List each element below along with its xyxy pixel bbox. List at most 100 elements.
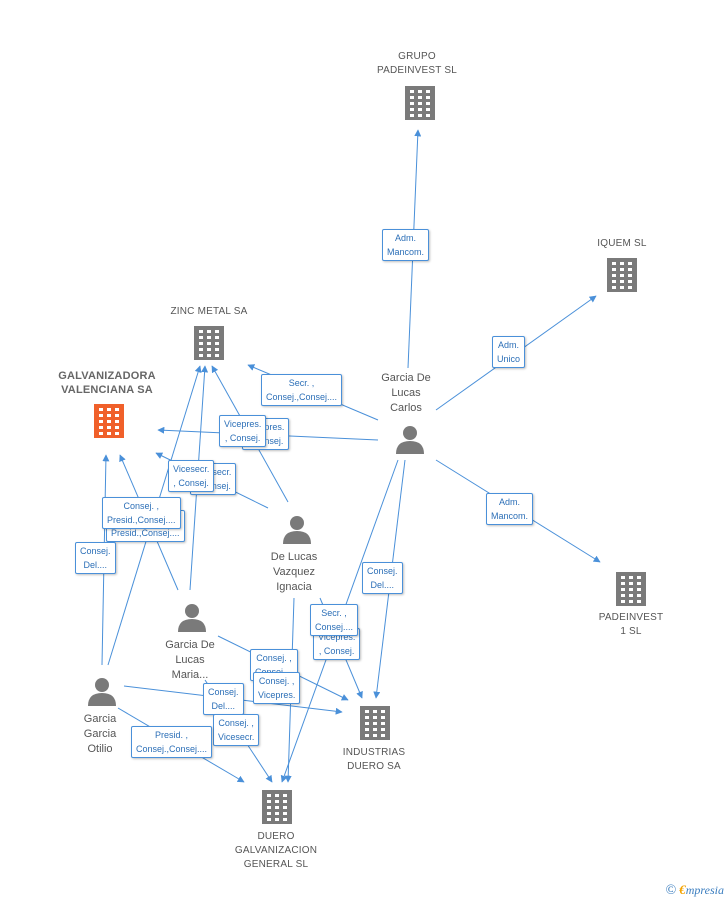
node-garcia-maria[interactable]: Garcia De Lucas Maria...: [165, 639, 215, 681]
edge-label-adm-mancom-grupo[interactable]: Adm. Mancom.: [382, 229, 430, 261]
building-window: [637, 594, 641, 597]
node-galvanizadora[interactable]: GALVANIZADORA VALENCIANA SA: [58, 370, 156, 396]
edge-label-text: Presid. , Consej.,Consej....: [136, 730, 208, 754]
edge-label-consej-vicepres[interactable]: Consej. , Vicepres.: [253, 672, 301, 704]
building-window: [99, 432, 103, 435]
building-window: [365, 734, 369, 737]
building-window: [373, 716, 377, 719]
edge-label-consej-vicesecr[interactable]: Consej. , Vicesecr.: [213, 714, 260, 746]
building-window: [418, 102, 422, 105]
building-window: [283, 794, 287, 797]
edge-label-adm-mancom-padeinvest[interactable]: Adm. Mancom.: [486, 493, 534, 525]
building-window: [365, 728, 369, 731]
building-window: [629, 582, 633, 585]
building-icon-zinc: [194, 326, 224, 360]
building-window: [637, 582, 641, 585]
edge-label-text: Vicesecr. , Consej.: [173, 464, 210, 488]
edge-label-consej-presid-a[interactable]: Consej. , Presid.,Consej....: [102, 497, 181, 529]
building-window: [207, 330, 211, 333]
building-window: [215, 336, 219, 339]
building-window: [373, 710, 377, 713]
building-window: [373, 728, 377, 731]
node-garcia-carlos[interactable]: Garcia De Lucas Carlos: [381, 372, 431, 414]
node-grupo-padeinvest[interactable]: GRUPO PADEINVEST SL: [376, 51, 458, 76]
building-window: [283, 800, 287, 803]
building-window: [381, 728, 385, 731]
edge-label-vicepres-consej-galv-a[interactable]: Vicepres. , Consej.: [219, 415, 267, 447]
edge-label-secr-consej-industrias[interactable]: Secr. , Consej....: [310, 604, 359, 636]
node-industrias-duero[interactable]: INDUSTRIAS DUERO SA: [342, 747, 406, 772]
building-window: [621, 576, 625, 579]
edge-label-text: Consej. Del....: [367, 566, 398, 590]
building-window: [637, 576, 641, 579]
building-window: [365, 710, 369, 713]
building-window: [275, 818, 279, 821]
building-window: [418, 108, 422, 111]
node-garcia-otilio[interactable]: Garcia Garcia Otilio: [83, 713, 117, 755]
building-icon-padeinvest: [616, 572, 646, 606]
building-window: [629, 588, 633, 591]
building-window: [115, 426, 119, 429]
building-window: [612, 286, 616, 289]
node-zinc-metal[interactable]: ZINC METAL SA: [170, 306, 248, 317]
edge-label-consej-del-otilio[interactable]: Consej. Del....: [203, 683, 244, 715]
building-window: [418, 90, 422, 93]
building-window: [275, 812, 279, 815]
edge-label-text: Consej. , Presid.,Consej....: [107, 501, 176, 525]
edge-label-secr-consej-zinc[interactable]: Secr. , Consej.,Consej....: [261, 374, 343, 406]
brand-logo-initial: €: [679, 882, 686, 897]
edge-label-text: Consej. , Vicesecr.: [218, 718, 255, 742]
building-icon-grupo: [405, 86, 435, 120]
building-window: [107, 420, 111, 423]
building-window: [115, 432, 119, 435]
building-window: [215, 354, 219, 357]
building-window: [275, 800, 279, 803]
edge-label-text: Secr. , Consej....: [315, 608, 354, 632]
building-window: [115, 414, 119, 417]
building-icon-galvanizadora: [94, 404, 124, 438]
building-window: [267, 794, 271, 797]
node-de-lucas-ignacia[interactable]: De Lucas Vazquez Ignacia: [270, 551, 318, 593]
edge-label-presid-consej-otilio[interactable]: Presid. , Consej.,Consej....: [131, 726, 213, 758]
building-window: [199, 354, 203, 357]
building-window: [620, 274, 624, 277]
building-window: [410, 96, 414, 99]
building-window: [381, 734, 385, 737]
edge-label-vicesecr-consej-a[interactable]: Vicesecr. , Consej.: [168, 460, 215, 492]
node-duero-galvanizacion[interactable]: DUERO GALVANIZACION GENERAL SL: [234, 831, 318, 870]
building-window: [621, 588, 625, 591]
building-window: [115, 420, 119, 423]
building-window: [620, 268, 624, 271]
building-window: [629, 600, 633, 603]
building-window: [426, 96, 430, 99]
building-window: [99, 414, 103, 417]
edge-label-text: Vicepres. , Consej.: [318, 632, 356, 656]
edge-label-consej-del-galv[interactable]: Consej. Del....: [75, 542, 116, 574]
building-window: [199, 348, 203, 351]
building-window: [215, 348, 219, 351]
building-window: [207, 336, 211, 339]
building-window: [199, 330, 203, 333]
building-window: [215, 330, 219, 333]
person-icon-ignacia: [283, 516, 311, 544]
building-window: [620, 280, 624, 283]
building-window: [410, 102, 414, 105]
person-icon-maria: [178, 604, 206, 632]
building-window: [410, 108, 414, 111]
building-window: [612, 268, 616, 271]
building-window: [373, 734, 377, 737]
copyright-icon: ©: [665, 883, 677, 898]
node-padeinvest-1[interactable]: PADEINVEST 1 SL: [598, 612, 664, 637]
building-window: [426, 114, 430, 117]
building-window: [410, 90, 414, 93]
building-window: [107, 426, 111, 429]
building-window: [612, 280, 616, 283]
building-window: [107, 408, 111, 411]
building-window: [410, 114, 414, 117]
building-window: [207, 354, 211, 357]
building-window: [621, 594, 625, 597]
edge-label-adm-unico-iquem[interactable]: Adm. Unico: [492, 336, 526, 368]
edge-label-consej-del-industrias[interactable]: Consej. Del....: [362, 562, 403, 594]
node-iquem[interactable]: IQUEM SL: [597, 238, 647, 249]
building-window: [629, 594, 633, 597]
